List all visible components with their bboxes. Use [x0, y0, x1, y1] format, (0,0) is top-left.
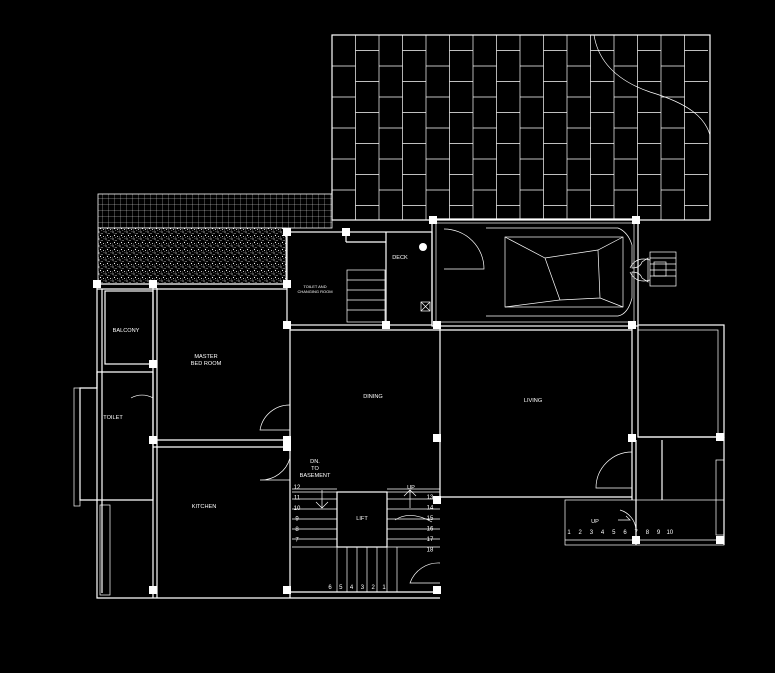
- external-step-number: 7: [635, 530, 639, 536]
- stair-number-bottom: 3: [361, 585, 365, 591]
- stair-number-left: 12: [294, 485, 301, 491]
- column: [283, 436, 291, 444]
- kitchen-label: KITCHEN: [192, 504, 217, 510]
- column: [149, 436, 157, 444]
- structural-columns: [93, 216, 724, 594]
- external-step-number: 10: [666, 530, 673, 536]
- stair-number-bottom: 4: [350, 585, 354, 591]
- toilet-label: TOILET: [103, 415, 123, 421]
- column: [632, 216, 640, 224]
- stair-number-right: 17: [427, 537, 434, 543]
- column: [283, 443, 291, 451]
- stair-number-bottom: 2: [372, 585, 376, 591]
- column: [433, 496, 441, 504]
- paving-area: [331, 34, 711, 221]
- external-step-number: 5: [612, 530, 616, 536]
- dining-label: DINING: [363, 394, 383, 400]
- external-step-number: 4: [601, 530, 605, 536]
- planter-grid: [97, 193, 333, 285]
- column: [628, 321, 636, 329]
- column: [283, 321, 291, 329]
- column: [429, 216, 437, 224]
- column: [93, 280, 101, 288]
- stair-number-bottom: 6: [328, 585, 332, 591]
- external-step-number: 1: [567, 530, 571, 536]
- dn-label-line1: DN.: [310, 459, 320, 465]
- walls: [73, 283, 725, 599]
- external-step-number: 9: [657, 530, 661, 536]
- doors: [130, 394, 637, 584]
- stair-number-left: 10: [294, 506, 301, 512]
- master-bedroom-label-line1: MASTER: [194, 354, 217, 360]
- external-step-number: 3: [590, 530, 594, 536]
- column: [716, 536, 724, 544]
- stair-number-right: 15: [427, 516, 434, 522]
- deck-label: DECK: [392, 255, 408, 261]
- column: [628, 434, 636, 442]
- column: [283, 228, 291, 236]
- column: [283, 586, 291, 594]
- deck-area: [286, 231, 433, 326]
- column: [283, 280, 291, 288]
- swimming-pool: [419, 218, 677, 327]
- balcony-label: BALCONY: [113, 328, 140, 334]
- up-main-label: UP: [407, 485, 415, 491]
- stair-number-left: 8: [295, 527, 299, 533]
- column: [149, 280, 157, 288]
- column: [433, 321, 441, 329]
- stair-core: [292, 488, 440, 592]
- stair-number-right: 14: [427, 506, 434, 512]
- stair-number-right: 16: [427, 527, 434, 533]
- stair-number-bottom: 1: [382, 585, 386, 591]
- column: [342, 228, 350, 236]
- stair-number-left: 7: [295, 538, 299, 544]
- living-label: LIVING: [524, 398, 542, 404]
- stair-number-right: 13: [427, 495, 434, 501]
- master-bedroom-label-line2: BED ROOM: [191, 361, 222, 367]
- stair-number-left: 11: [294, 496, 301, 502]
- external-step-number: 6: [623, 530, 627, 536]
- column: [716, 433, 724, 441]
- column: [433, 434, 441, 442]
- column: [149, 586, 157, 594]
- up-right-label: UP: [591, 519, 599, 525]
- column: [632, 536, 640, 544]
- column: [382, 321, 390, 329]
- dn-label-line3: BASEMENT: [300, 473, 331, 479]
- utility-label-line1: TOILET AND: [303, 284, 326, 289]
- stair-number-left: 9: [295, 517, 299, 523]
- external-step-number: 2: [579, 530, 583, 536]
- column: [433, 586, 441, 594]
- stair-number-right: 18: [427, 548, 434, 554]
- column: [149, 360, 157, 368]
- utility-label-line2: CHANGING ROOM: [297, 289, 332, 294]
- dn-label-line2: TO: [311, 466, 319, 472]
- external-step-number: 8: [646, 530, 650, 536]
- stair-number-bottom: 5: [339, 585, 343, 591]
- lift-label: LIFT: [356, 516, 368, 522]
